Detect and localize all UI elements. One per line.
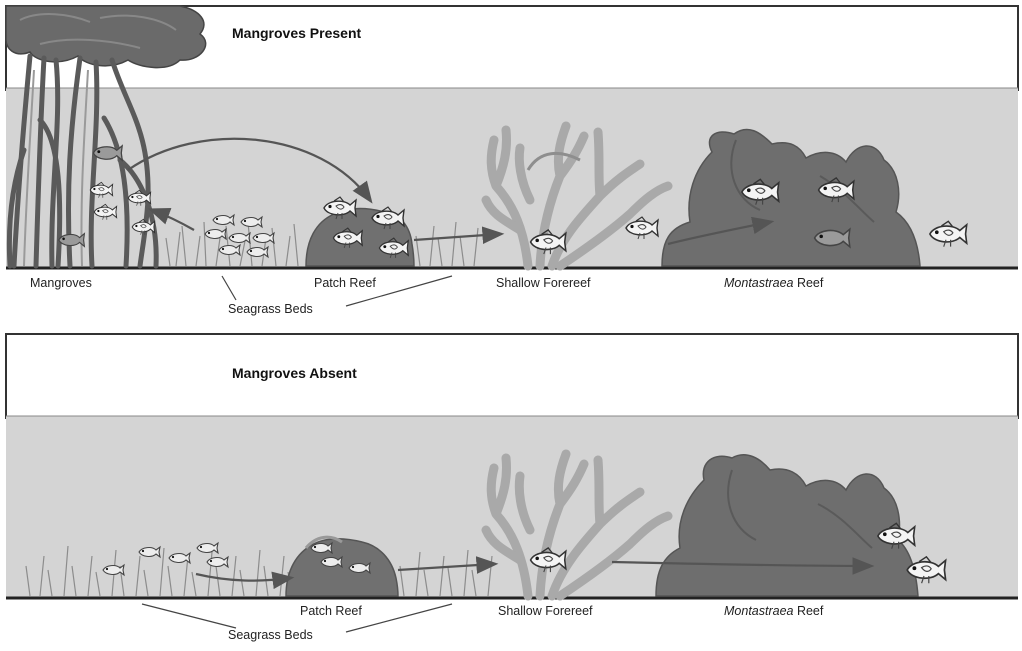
label-shallow-forereef-2: Shallow Forereef xyxy=(498,604,593,618)
label-montastraea-genus-2: Montastraea xyxy=(724,604,794,618)
label-montastraea-reef-suffix-2: Reef xyxy=(793,604,823,618)
label-montastraea-reef-suffix-1: Reef xyxy=(793,276,823,290)
label-patch-reef-2: Patch Reef xyxy=(300,604,362,618)
panel-mangroves-present: Mangroves Present Mangroves Patch Reef S… xyxy=(6,6,1018,316)
panel-2-sky xyxy=(6,334,1018,418)
panel-2-title: Mangroves Absent xyxy=(232,365,357,381)
label-seagrass-beds-2: Seagrass Beds xyxy=(228,628,313,642)
label-seagrass-beds-1: Seagrass Beds xyxy=(228,302,313,316)
label-montastraea-reef-1: Montastraea Reef xyxy=(724,276,824,290)
label-shallow-forereef-1: Shallow Forereef xyxy=(496,276,591,290)
label-patch-reef-1: Patch Reef xyxy=(314,276,376,290)
label-montastraea-reef-2: Montastraea Reef xyxy=(724,604,824,618)
label-montastraea-genus-1: Montastraea xyxy=(724,276,794,290)
panel-mangroves-absent: Mangroves Absent Patch Reef Shallow Fore… xyxy=(6,334,1018,642)
label-mangroves: Mangroves xyxy=(30,276,92,290)
panel-1-title: Mangroves Present xyxy=(232,25,361,41)
